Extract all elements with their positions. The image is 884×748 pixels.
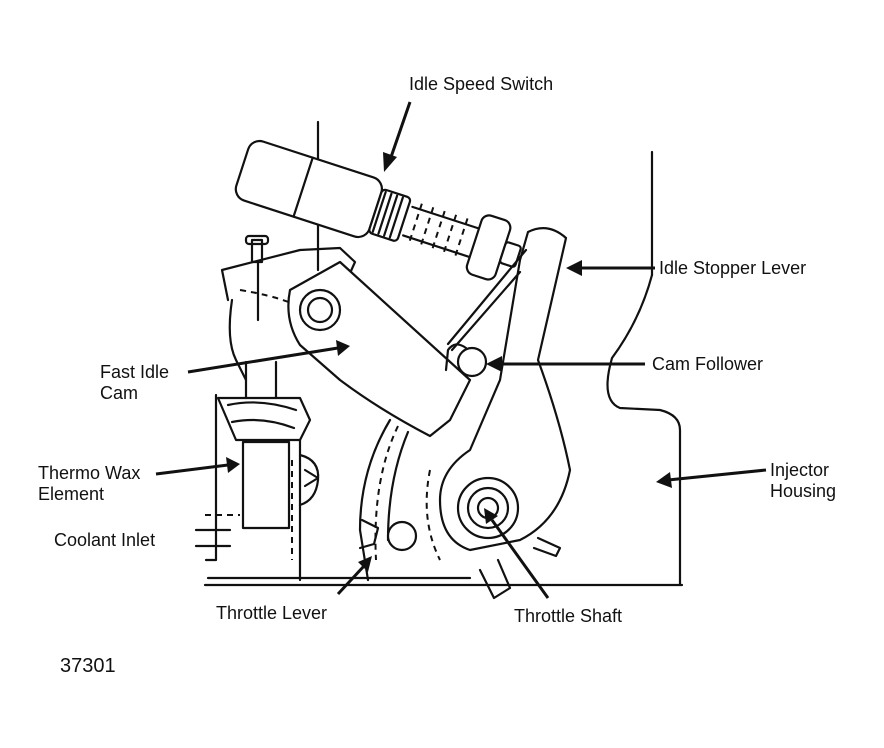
label-thermo-wax-line2: Element <box>38 484 105 504</box>
label-cam-follower: Cam Follower <box>652 354 764 374</box>
throttle-lever-arc <box>358 418 392 582</box>
wax-housing-boss <box>298 453 320 507</box>
label-idle-speed-switch: Idle Speed Switch <box>409 74 554 94</box>
label-fast-idle-cam: Fast Idle Cam <box>100 362 169 404</box>
label-idle-stopper-lever: Idle Stopper Lever <box>659 258 807 278</box>
label-fast-idle-cam-line2: Cam <box>100 383 139 403</box>
wax-element-body <box>241 440 291 530</box>
fast-idle-cam <box>287 260 472 438</box>
wax-housing-left <box>204 393 218 562</box>
shaft-stop-tab <box>478 558 512 600</box>
bracket-left-edge <box>228 298 248 382</box>
label-thermo-wax-line1: Thermo Wax <box>38 463 141 483</box>
cam-pivot-outer <box>298 288 342 332</box>
injector-housing-outline <box>606 273 682 587</box>
idle-stopper-lever <box>438 227 572 552</box>
cam-pivot-inner <box>306 296 334 324</box>
label-injector-housing-line1: Injector <box>770 460 830 480</box>
label-injector-housing: Injector Housing <box>770 460 836 502</box>
label-throttle-shaft: Throttle Shaft <box>514 606 623 626</box>
label-fast-idle-cam-line1: Fast Idle <box>100 362 170 382</box>
figure-number: 37301 <box>60 655 116 677</box>
cam-follower-roller <box>456 346 488 378</box>
label-coolant-inlet: Coolant Inlet <box>54 530 156 550</box>
throttle-shaft-nut <box>466 486 510 530</box>
label-thermo-wax-element: Thermo Wax Element <box>38 463 140 505</box>
throttle-lever-pin <box>386 520 418 552</box>
adjust-screw-head <box>244 234 270 246</box>
leader-arrows <box>155 101 767 599</box>
label-throttle-lever: Throttle Lever <box>216 603 328 623</box>
idle-speed-switch-body <box>234 139 522 281</box>
label-injector-housing-line2: Housing <box>770 481 837 501</box>
wax-element-cap <box>216 396 312 442</box>
throttle-shaft-outer <box>456 476 520 540</box>
